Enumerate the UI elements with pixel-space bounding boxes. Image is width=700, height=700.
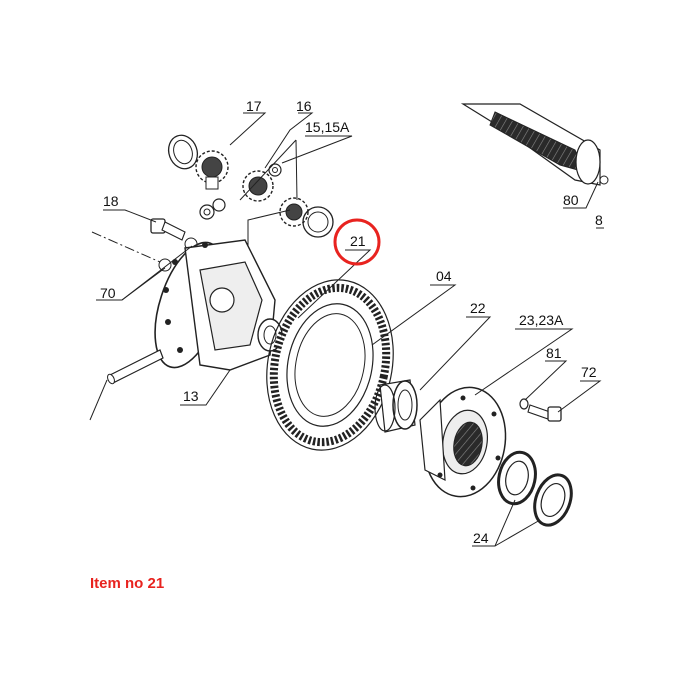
label-04: 04 — [436, 268, 452, 284]
leader-lines — [89, 112, 604, 547]
pinion-gear-17 — [195, 150, 229, 190]
bearing-22 — [374, 379, 418, 433]
washer-81 — [519, 398, 529, 410]
label-21: 21 — [350, 233, 366, 249]
thrust-washer-17 — [167, 134, 199, 170]
washer-15 — [268, 163, 282, 177]
pin-bracket-line — [247, 209, 291, 252]
label-18: 18 — [103, 193, 119, 209]
side-gear — [279, 197, 309, 227]
bearing-housing — [419, 386, 507, 498]
seal-24-b — [533, 473, 573, 527]
pinion-gear-16 — [242, 170, 274, 202]
seal-24-a — [497, 450, 537, 506]
highlight-circle — [333, 218, 381, 266]
label-8: 8 — [595, 212, 603, 228]
label-17: 17 — [246, 98, 262, 114]
small-washers — [199, 198, 226, 220]
cross-pin — [107, 349, 164, 385]
item-caption: Item no 21 — [90, 575, 165, 592]
label-22: 22 — [470, 300, 486, 316]
callout-labels: 17 16 15,15A 18 70 13 21 04 22 23,23A 81… — [100, 98, 603, 546]
label-70: 70 — [100, 285, 116, 301]
label-81: 81 — [546, 345, 562, 361]
label-15-15a: 15,15A — [305, 119, 350, 135]
label-13: 13 — [183, 388, 199, 404]
bolt-72 — [527, 404, 562, 422]
bolt-18 — [150, 218, 186, 241]
label-72: 72 — [581, 364, 597, 380]
label-24: 24 — [473, 530, 489, 546]
axis-line — [91, 231, 161, 263]
label-16: 16 — [296, 98, 312, 114]
axle-shaft — [460, 103, 609, 186]
differential-case — [154, 239, 283, 371]
label-80: 80 — [563, 192, 579, 208]
thrust-washer-right — [302, 206, 334, 238]
ring-gear — [266, 279, 394, 451]
label-23-23a: 23,23A — [519, 312, 564, 328]
